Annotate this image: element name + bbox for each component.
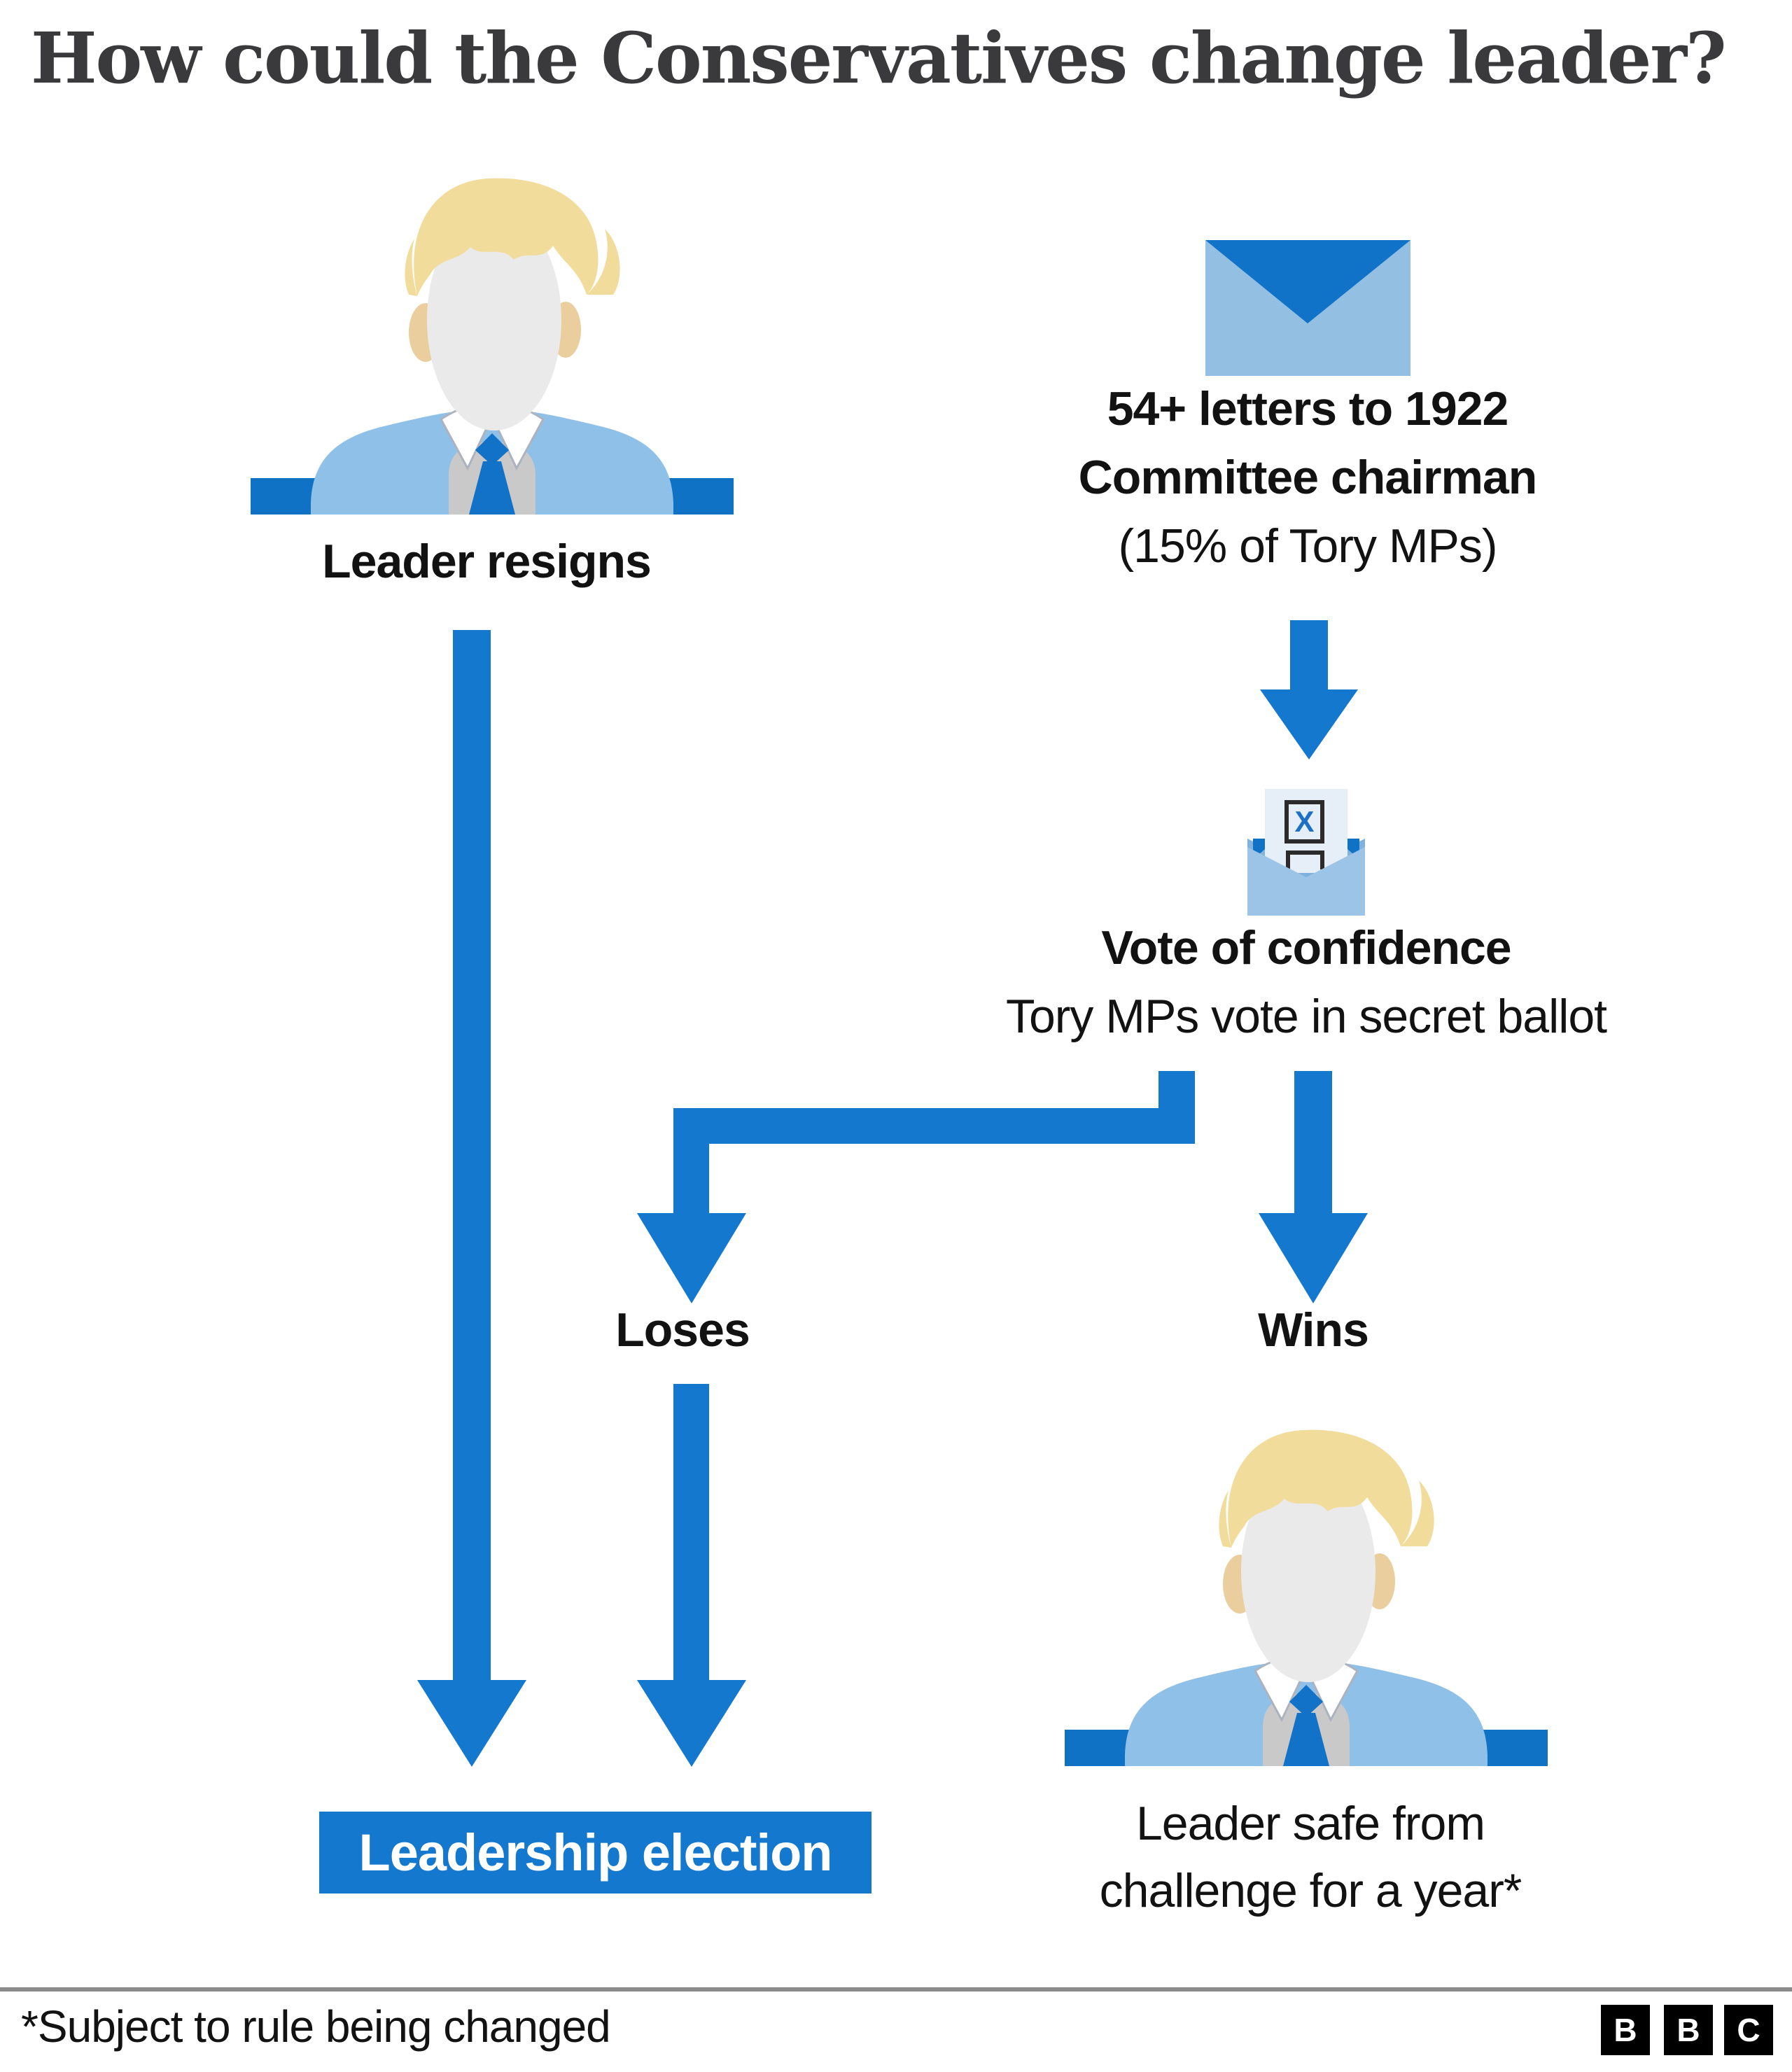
leader-safe-avatar-icon <box>1065 1429 1548 1766</box>
loses-arrow-head <box>637 1213 746 1303</box>
page-title: How could the Conservatives change leade… <box>31 17 1727 99</box>
leader-safe-line1: Leader safe from <box>1135 1797 1485 1850</box>
secret-ballot-label: Tory MPs vote in secret ballot <box>1005 990 1607 1043</box>
letters-subheading: (15% of Tory MPs) <box>1118 519 1497 573</box>
letters-arrow-head <box>1260 690 1358 760</box>
wins-arrow-shaft <box>1294 1071 1332 1213</box>
leader-resigns-arrow-shaft <box>453 630 491 1680</box>
leader-resigns-label: Leader resigns <box>322 535 652 588</box>
ballot-x-mark: X <box>1284 800 1324 844</box>
bbc-logo-block-2: B <box>1664 2005 1713 2055</box>
leadership-election-label: Leadership election <box>358 1823 833 1882</box>
letters-arrow-shaft <box>1290 620 1328 690</box>
ballot-icon: X <box>1247 789 1365 916</box>
footer-divider <box>0 1987 1792 1991</box>
leader-resigns-arrow-head <box>417 1680 526 1767</box>
bbc-logo-letter: C <box>1737 2012 1760 2048</box>
wins-label: Wins <box>1258 1303 1369 1357</box>
loses-label: Loses <box>615 1303 750 1357</box>
loses-to-election-arrow-head <box>637 1680 746 1767</box>
ballot-empty-box <box>1286 850 1324 869</box>
letters-heading-line2: Committee chairman <box>1078 451 1538 504</box>
bbc-logo-block-1: B <box>1601 2005 1650 2055</box>
vote-of-confidence-label: Vote of confidence <box>1101 921 1511 974</box>
leader-safe-line2: challenge for a year* <box>1099 1864 1522 1917</box>
envelope-flap <box>1205 240 1410 323</box>
footnote: *Subject to rule being changed <box>21 2001 611 2052</box>
leadership-election-box: Leadership election <box>319 1812 872 1893</box>
bbc-logo-letter: B <box>1676 2012 1700 2048</box>
bbc-logo-block-3: C <box>1724 2005 1773 2055</box>
letters-heading-line1: 54+ letters to 1922 <box>1107 382 1509 435</box>
bbc-logo-letter: B <box>1614 2012 1637 2048</box>
loses-arrow-shaft <box>673 1108 709 1213</box>
branch-horizontal-bar <box>673 1108 1195 1144</box>
wins-arrow-head <box>1259 1213 1368 1303</box>
loses-to-election-arrow-shaft <box>673 1384 709 1680</box>
leader-avatar-icon <box>251 177 734 514</box>
envelope-icon <box>1205 240 1410 376</box>
